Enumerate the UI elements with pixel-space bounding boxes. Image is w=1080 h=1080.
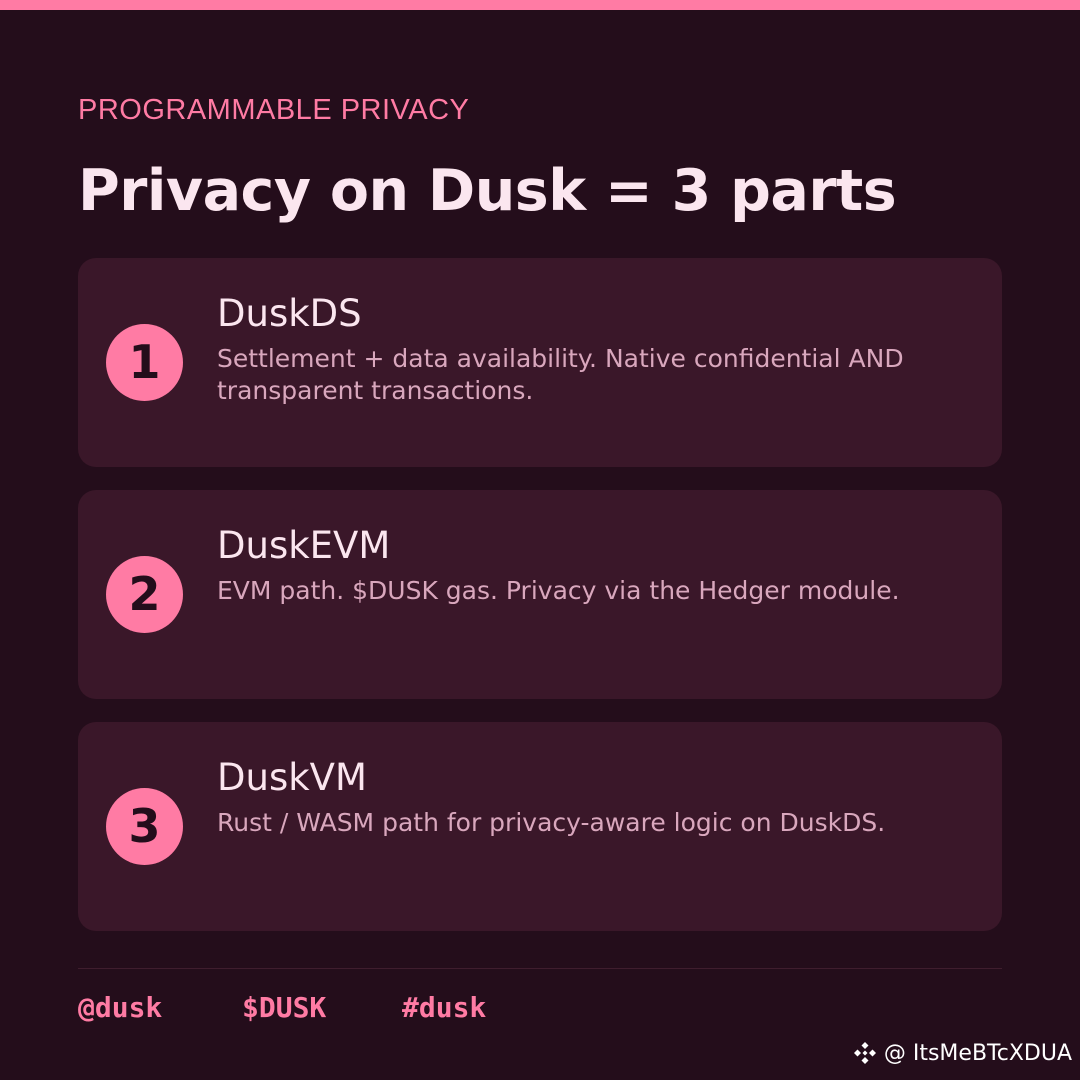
- card-description: Rust / WASM path for privacy-aware logic…: [217, 808, 886, 837]
- binance-logo-icon: [853, 1042, 876, 1064]
- card-title: DuskEVM: [217, 524, 391, 567]
- tag-hashtag-dusk[interactable]: #dusk: [402, 991, 487, 1024]
- watermark-handle: @ ItsMeBTcXDUA: [883, 1040, 1072, 1066]
- card-description: EVM path. $DUSK gas. Privacy via the Hed…: [217, 576, 900, 605]
- creator-watermark: @ ItsMeBTcXDUA: [852, 1040, 1072, 1066]
- page-title: Privacy on Dusk = 3 parts: [78, 158, 897, 224]
- tag-cashtag-dusk[interactable]: $DUSK: [242, 991, 327, 1024]
- card-duskevm: 2 DuskEVM EVM path. $DUSK gas. Privacy v…: [78, 490, 1002, 699]
- card-description: Settlement + data availability. Native c…: [217, 344, 904, 405]
- card-duskvm: 3 DuskVM Rust / WASM path for privacy-aw…: [78, 722, 1002, 931]
- footer-divider: [78, 968, 1002, 969]
- card-number-badge: 3: [106, 788, 183, 865]
- card-title: DuskVM: [217, 756, 367, 799]
- eyebrow-label: PROGRAMMABLE PRIVACY: [78, 94, 470, 126]
- card-number-badge: 1: [106, 324, 183, 401]
- top-accent-bar: [0, 0, 1080, 10]
- tag-mention-dusk[interactable]: @dusk: [78, 991, 163, 1024]
- card-title: DuskDS: [217, 292, 362, 335]
- card-number-badge: 2: [106, 556, 183, 633]
- card-duskds: 1 DuskDS Settlement + data availability.…: [78, 258, 1002, 467]
